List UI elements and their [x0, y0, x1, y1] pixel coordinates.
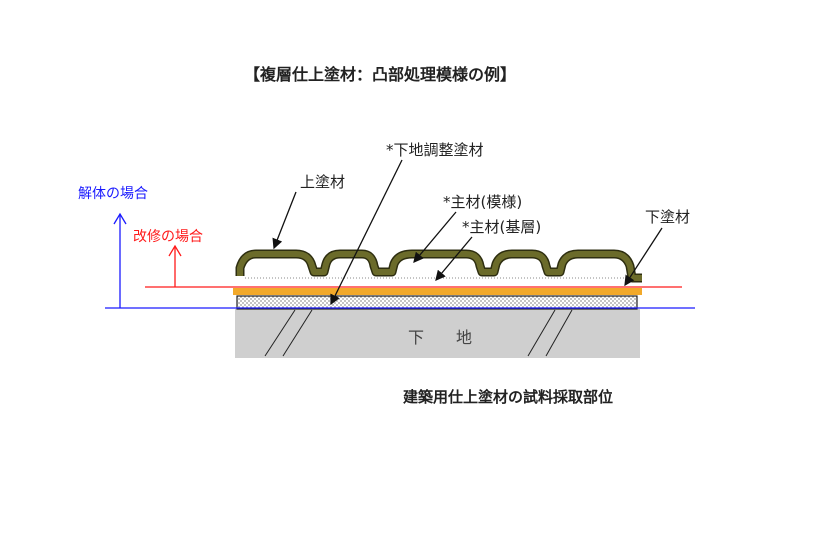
top-coat-layer: [237, 251, 642, 281]
diagram-caption: 建築用仕上塗材の試料採取部位: [403, 388, 613, 406]
primer-layer: [233, 288, 642, 295]
renovation-arrow-icon: [168, 244, 182, 287]
diagram-title: 【複層仕上塗材：凸部処理模様の例】: [244, 65, 516, 84]
substrate-layer: [235, 309, 640, 358]
base-adjust-layer: [236, 295, 638, 310]
top-coat-label: 上塗材: [300, 173, 345, 191]
leader-arrows: [272, 159, 663, 306]
main-pattern-label: *主材(模様): [443, 193, 522, 211]
main-pattern-arrow-icon: [413, 211, 457, 263]
primer-arrow-icon: [624, 227, 663, 287]
main-base-label: *主材(基層): [462, 218, 541, 236]
renovation-label: 改修の場合: [133, 229, 203, 245]
substrate-label: 下 地: [408, 328, 472, 347]
demolition-arrow-icon: [113, 212, 127, 308]
base-adjust-label: *下地調整塗材: [386, 141, 484, 159]
base-adjust-arrow-icon: [330, 159, 403, 306]
demolition-label: 解体の場合: [78, 186, 148, 202]
top-coat-arrow-icon: [272, 191, 297, 250]
primer-label: 下塗材: [645, 208, 690, 226]
main-base-arrow-icon: [435, 236, 473, 281]
break-lines: [264, 309, 573, 357]
